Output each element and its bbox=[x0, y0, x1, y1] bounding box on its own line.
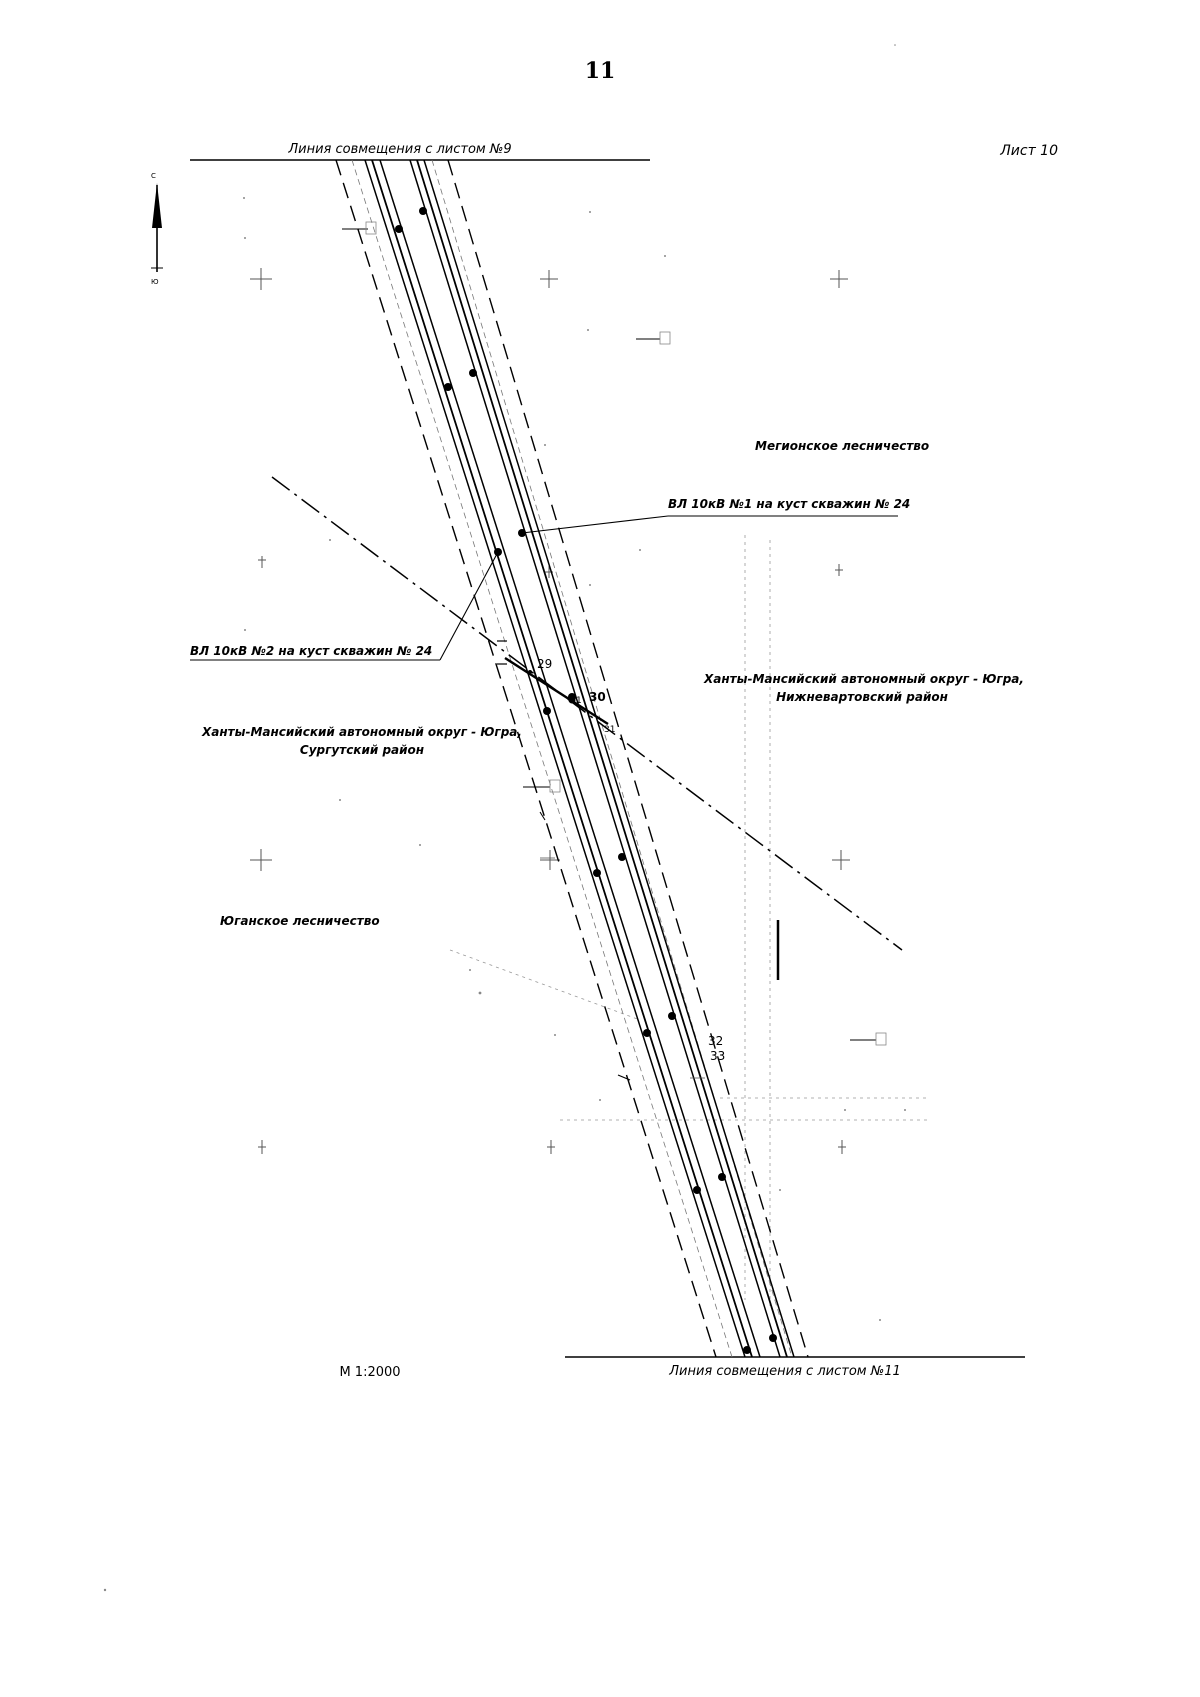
crossing-segment bbox=[504, 656, 609, 726]
point-33: 33 bbox=[710, 1049, 725, 1063]
corridor-boundaries bbox=[335, 159, 809, 1358]
power-line-2-axis bbox=[371, 159, 753, 1358]
match-line-top-label: Линия совмещения с листом №9 bbox=[287, 142, 511, 157]
scattered-survey-dots bbox=[103, 44, 906, 1592]
pylons-line-2 bbox=[395, 225, 751, 1354]
faint-dashed-crosslines bbox=[449, 535, 930, 1310]
coordinate-grid-crosses bbox=[250, 268, 850, 1154]
power-line-2-label: ВЛ 10кВ №2 на куст скважин № 24 bbox=[190, 644, 432, 658]
district-west-line-2: Сургутский район bbox=[300, 743, 424, 757]
point-30: 30 bbox=[589, 690, 606, 704]
sheet-label: Лист 10 bbox=[999, 143, 1058, 159]
district-boundary bbox=[271, 476, 903, 951]
match-line-bottom-label: Линия совмещения с листом №11 bbox=[668, 1364, 901, 1379]
point-1: 1 bbox=[576, 696, 582, 706]
page-number: 11 bbox=[585, 58, 616, 84]
power-line-axes bbox=[371, 159, 788, 1358]
forestry-yugan-label: Юганское лесничество bbox=[220, 914, 380, 928]
small-annotation-marks bbox=[342, 221, 887, 1081]
district-east-line-2: Нижневартовский район bbox=[776, 690, 948, 704]
power-line-1-label: ВЛ 10кВ №1 на куст скважин № 24 bbox=[668, 497, 910, 511]
district-east-line-1: Ханты-Мансийский автономный округ - Югра… bbox=[703, 672, 1024, 686]
forestry-megion-label: Мегионское лесничество bbox=[755, 439, 929, 453]
scale-label: М 1:2000 bbox=[339, 1365, 400, 1380]
north-arrow-bottom: Ю bbox=[151, 278, 159, 286]
leader-lines bbox=[190, 515, 898, 661]
north-arrow-icon: С Ю bbox=[151, 172, 163, 286]
power-line-1-axis bbox=[416, 159, 788, 1358]
point-31: 31 bbox=[604, 725, 615, 735]
point-32: 32 bbox=[708, 1034, 723, 1048]
north-arrow-top: С bbox=[151, 172, 156, 180]
district-west-line-1: Ханты-Мансийский автономный округ - Югра… bbox=[201, 725, 522, 739]
point-29: 29 bbox=[537, 657, 552, 671]
corridor-solid-lines bbox=[364, 159, 795, 1358]
